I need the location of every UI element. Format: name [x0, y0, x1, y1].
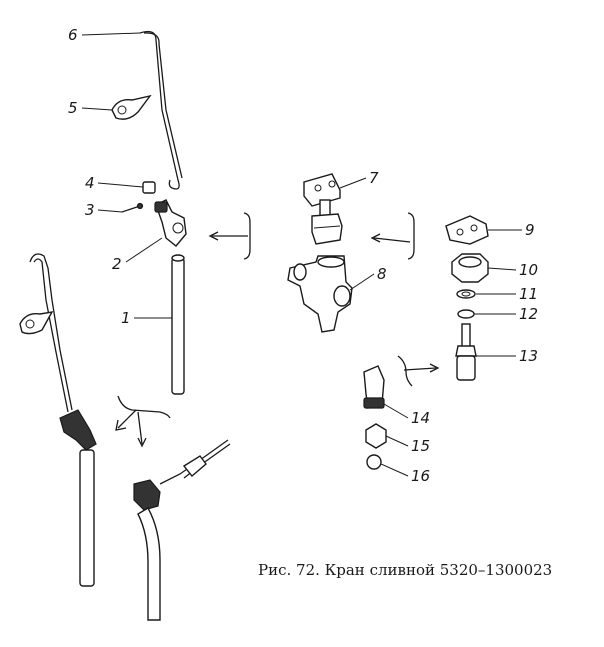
arrow-head	[115, 419, 127, 431]
arrow-to-valve	[373, 237, 411, 243]
alt-rod-edge	[33, 258, 69, 413]
drain-tube	[171, 257, 185, 395]
fitting-port	[172, 222, 184, 234]
arrow-left-variant	[117, 409, 137, 429]
callout-10: 10	[519, 261, 538, 279]
drain-rod	[139, 30, 180, 190]
screw-head	[136, 202, 144, 210]
callout-7: 7	[369, 169, 379, 187]
lever-hole	[328, 180, 336, 188]
callout-6: 6	[68, 26, 78, 44]
bent-tube	[137, 507, 161, 621]
stem-shoulder	[455, 345, 477, 357]
callout-12: 12	[519, 305, 538, 323]
callout-2: 2	[112, 255, 122, 273]
screw-part	[121, 205, 141, 213]
alt-fitting	[59, 409, 97, 451]
drain-rod-edge	[143, 32, 183, 179]
callout-4: 4	[85, 174, 95, 192]
arrow-right-variant	[137, 411, 143, 445]
callout-labels: 6 5 4 3 2 1 7 8 9 10 11 12 13 14 15 16	[68, 26, 538, 485]
callout-1: 1	[121, 309, 131, 327]
nut-bore	[458, 256, 482, 268]
callout-3: 3	[85, 201, 95, 219]
valve-lever-bracket	[303, 173, 341, 207]
bracket-part	[445, 215, 489, 245]
drain-rod-assembly	[111, 30, 187, 395]
callout-8: 8	[377, 265, 387, 283]
body-front-port	[333, 285, 351, 307]
fitting-nut	[154, 201, 168, 213]
bracket-left	[243, 212, 251, 260]
callout-5: 5	[68, 99, 78, 117]
figure-caption: Рис. 72. Кран сливной 5320–1300023	[258, 561, 552, 579]
plug-edge	[313, 225, 341, 229]
valve-body-assembly	[287, 173, 353, 333]
callout-9: 9	[525, 221, 535, 239]
callout-16: 16	[411, 467, 430, 485]
callout-15: 15	[411, 437, 430, 455]
variant-brackets	[115, 212, 440, 448]
angled-fitting	[133, 479, 161, 511]
arrow-head	[429, 363, 440, 373]
variant-assembly-right	[133, 439, 231, 621]
alt-bracket	[19, 311, 54, 335]
leader-lines	[81, 32, 522, 477]
alt-rod	[29, 253, 73, 411]
callout-14: 14	[411, 409, 430, 427]
callout-11: 11	[519, 285, 538, 303]
valve-stem-upper	[461, 323, 471, 349]
cap-nut	[365, 423, 387, 449]
valve-plug-head	[311, 213, 343, 245]
lever-hole	[314, 184, 322, 192]
variant-assembly-left	[19, 253, 97, 587]
arrow-head	[137, 437, 147, 448]
angled-bracket	[182, 455, 207, 478]
callout-13: 13	[519, 347, 538, 365]
stem-body	[456, 355, 476, 381]
body-top-port	[317, 256, 345, 268]
nut-part	[142, 181, 156, 194]
alt-bracket-hole	[25, 319, 35, 329]
washer-hole	[461, 291, 471, 297]
ball-part	[366, 454, 382, 470]
body-side-port	[293, 263, 307, 281]
arrow-head	[370, 233, 381, 243]
bracket-lower	[397, 355, 413, 387]
bracket-right	[407, 212, 415, 260]
bracket-hole	[456, 228, 464, 236]
spindle-thread	[363, 397, 385, 409]
tube-top	[171, 254, 185, 262]
bracket-bottom	[117, 395, 171, 419]
arrow-to-stem	[403, 367, 437, 371]
washer	[456, 289, 476, 299]
lower-parts	[363, 365, 387, 470]
o-ring	[457, 309, 475, 319]
valve-stem	[319, 199, 331, 217]
bracket-hole	[470, 224, 478, 232]
rod-bracket	[111, 94, 152, 120]
right-parts	[445, 215, 489, 381]
bracket-hole	[117, 105, 127, 115]
alt-tube	[79, 449, 95, 587]
arrow-head	[208, 231, 219, 241]
